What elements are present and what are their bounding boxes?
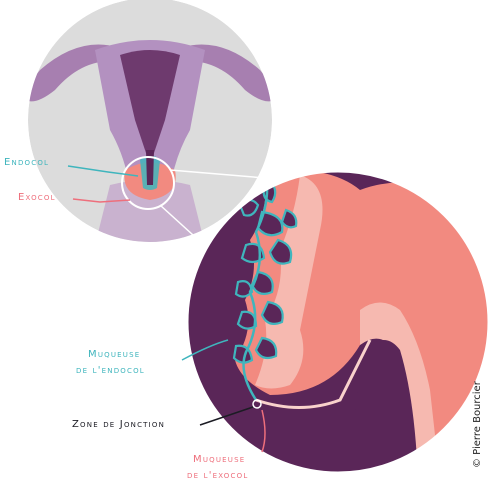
magnifier-connector-1 (169, 169, 266, 179)
endocol-leader (67, 165, 139, 177)
zoom-circle (188, 172, 488, 472)
zone-jonction-leader (199, 406, 254, 426)
endocol-label: Endocol (4, 157, 50, 168)
uterus-overview (28, 0, 272, 242)
junction-marker (252, 399, 262, 409)
muqueuse-endocol-label-line1: Muqueuse (88, 349, 141, 360)
exocol-leader (72, 198, 131, 203)
muqueuse-endocol-leader (181, 339, 229, 361)
muqueuse-endocol-label-line2: de l'endocol (76, 365, 145, 376)
exocol-label: Exocol (18, 192, 56, 203)
zone-jonction-label: Zone de Jonction (72, 419, 166, 430)
muqueuse-exocol-label-line1: Muqueuse (193, 454, 246, 465)
magnifier-ring (121, 156, 175, 210)
magnifier-connector-2 (159, 204, 216, 256)
credit-text: © Pierre Bourcier (472, 381, 483, 468)
muqueuse-exocol-leader (261, 409, 266, 453)
muqueuse-exocol-label-line2: de l'exocol (187, 470, 249, 481)
